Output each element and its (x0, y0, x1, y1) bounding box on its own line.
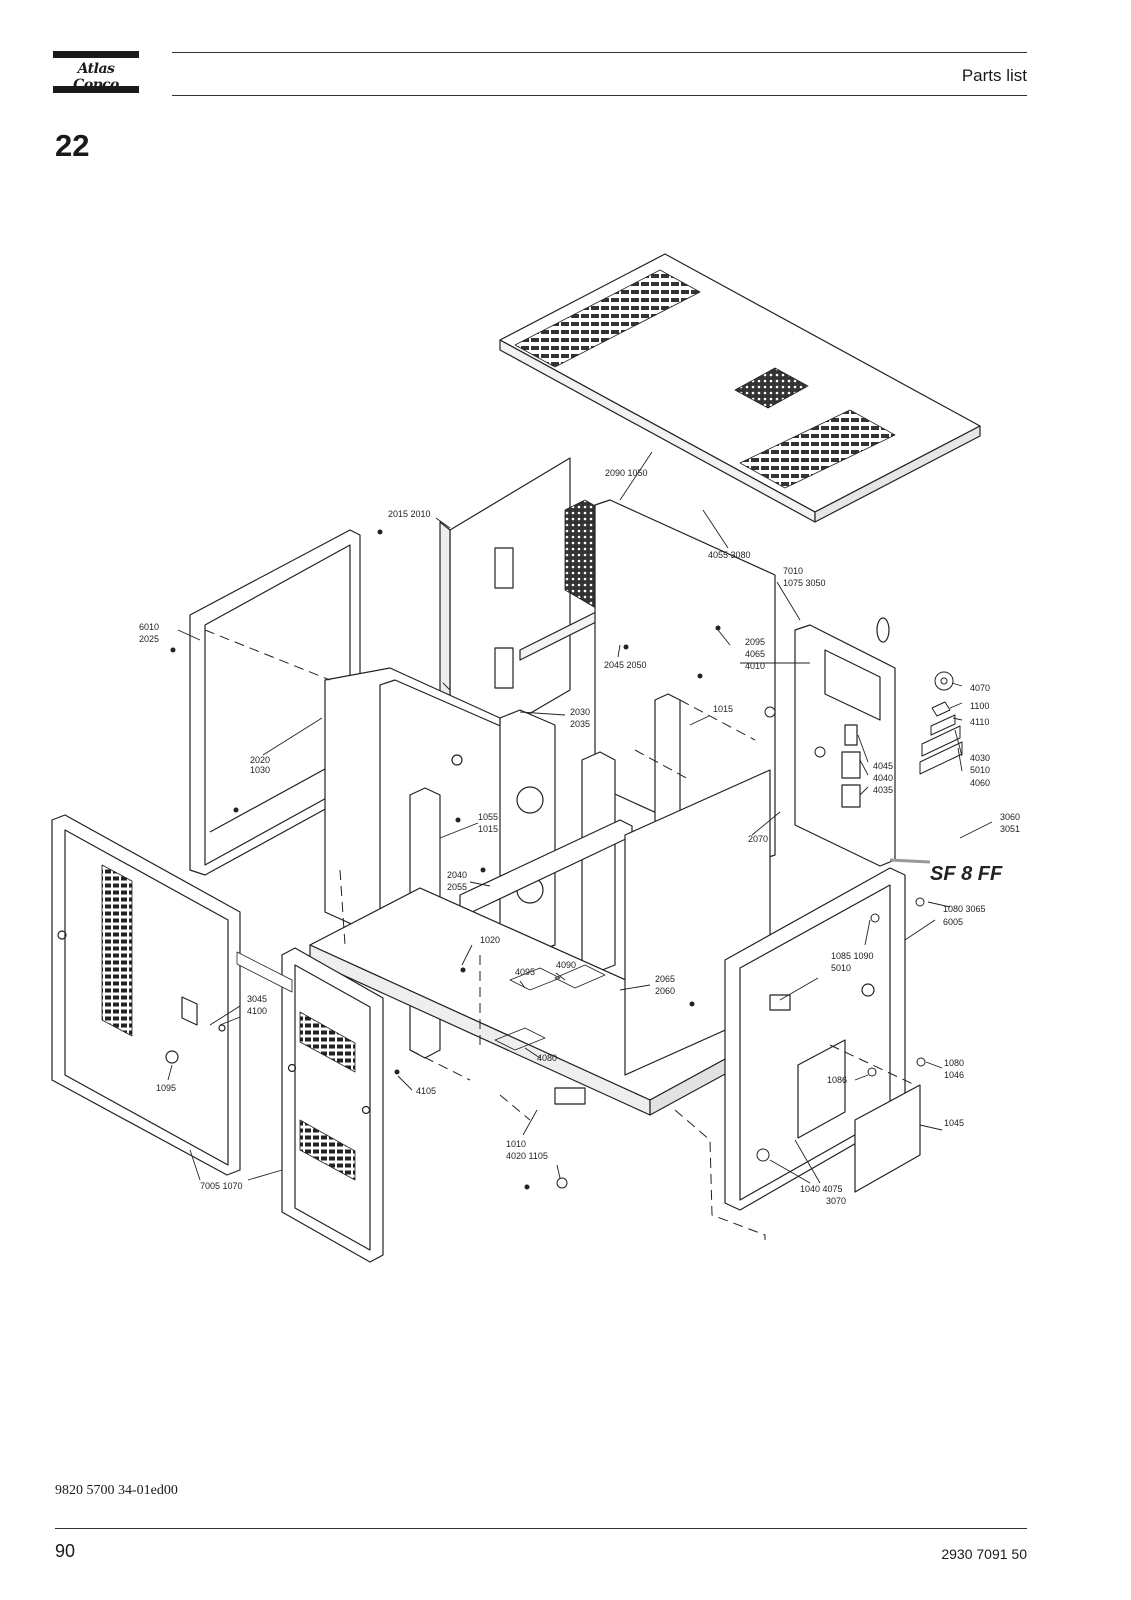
part-label: 4020 1105 (506, 1151, 548, 1161)
part-label: 2065 (655, 974, 675, 984)
part-label: 1086 (827, 1075, 847, 1085)
part-number-labels: 2090 1050 2015 2010 4055 3080 7010 1075 … (139, 468, 1020, 1206)
part-label: 4065 (745, 649, 765, 659)
part-number: 2930 7091 50 (941, 1546, 1027, 1562)
part-label: 2090 1050 (605, 468, 648, 478)
part-label: 4035 (873, 785, 893, 795)
part-label: 1075 3050 (783, 578, 826, 588)
roof-panel (499, 253, 981, 523)
logo-bar-top (53, 51, 139, 58)
section-number: 22 (55, 128, 90, 163)
part-label: 1015 (713, 704, 733, 714)
part-label: 3045 (247, 994, 267, 1004)
part-label: 1080 (944, 1058, 964, 1068)
part-label: 7005 1070 (200, 1181, 243, 1191)
part-label: 1080 3065 (943, 904, 986, 914)
front-small-door (236, 947, 384, 1263)
part-label: 1095 (156, 1083, 176, 1093)
part-label: 3051 (1000, 824, 1020, 834)
part-label: 4100 (247, 1006, 267, 1016)
front-left-door (51, 814, 241, 1176)
part-label: 4060 (970, 778, 990, 788)
part-label: 4080 (537, 1053, 557, 1063)
part-label: 2025 (139, 634, 159, 644)
part-label: 4045 (873, 761, 893, 771)
header-rule-top (172, 52, 1027, 53)
part-label: 4095 (515, 967, 535, 977)
atlas-copco-logo: Atlas Copco (53, 51, 139, 94)
part-label: 6010 (139, 622, 159, 632)
part-label: 4040 (873, 773, 893, 783)
part-label: 3060 (1000, 812, 1020, 822)
part-label: 2055 (447, 882, 467, 892)
part-label: 2030 (570, 707, 590, 717)
part-label: 2070 (748, 834, 768, 844)
header-rule-bottom (172, 95, 1027, 96)
part-label: 2040 (447, 870, 467, 880)
part-label: 1055 (478, 812, 498, 822)
part-label: 2095 (745, 637, 765, 647)
part-label: 7010 (783, 566, 803, 576)
right-control-frame (794, 617, 896, 867)
part-label: 1046 (944, 1070, 964, 1080)
part-label: 4055 3080 (708, 550, 751, 560)
part-label: 1100 (970, 701, 989, 711)
product-decal-text: SF 8 FF (930, 863, 1003, 885)
part-label: 1040 4075 (800, 1184, 843, 1194)
footer-rule (55, 1528, 1027, 1529)
part-label: 4110 (970, 717, 989, 727)
part-label: 4105 (416, 1086, 436, 1096)
page-header-title: Parts list (961, 66, 1027, 85)
back-partition-panel (439, 457, 601, 761)
part-label: 5010 (831, 963, 851, 973)
part-label: 5010 (970, 765, 990, 775)
part-label: 3070 (826, 1196, 846, 1206)
part-label: 2035 (570, 719, 590, 729)
logo-bar-bottom (53, 86, 139, 93)
part-label: 4090 (556, 960, 576, 970)
part-label: 4030 (970, 753, 990, 763)
part-label: 4070 (970, 683, 990, 693)
part-label: 1030 (250, 765, 270, 775)
part-label: 2015 2010 (388, 509, 431, 519)
part-label: 2060 (655, 986, 675, 996)
part-label: 2045 2050 (604, 660, 647, 670)
part-label: 1015 (478, 824, 498, 834)
service-cover-plate (854, 1084, 921, 1193)
part-label: 1020 (480, 935, 500, 945)
part-label: 1010 (506, 1139, 526, 1149)
document-reference: 9820 5700 34-01ed00 (55, 1483, 178, 1498)
part-label: 6005 (943, 917, 963, 927)
page-number: 90 (55, 1541, 76, 1561)
part-label: 2020 (250, 755, 270, 765)
part-label: 1045 (944, 1118, 964, 1128)
part-label: 1085 1090 (831, 951, 874, 961)
part-label: 4010 (745, 661, 765, 671)
left-side-frame (189, 529, 361, 876)
